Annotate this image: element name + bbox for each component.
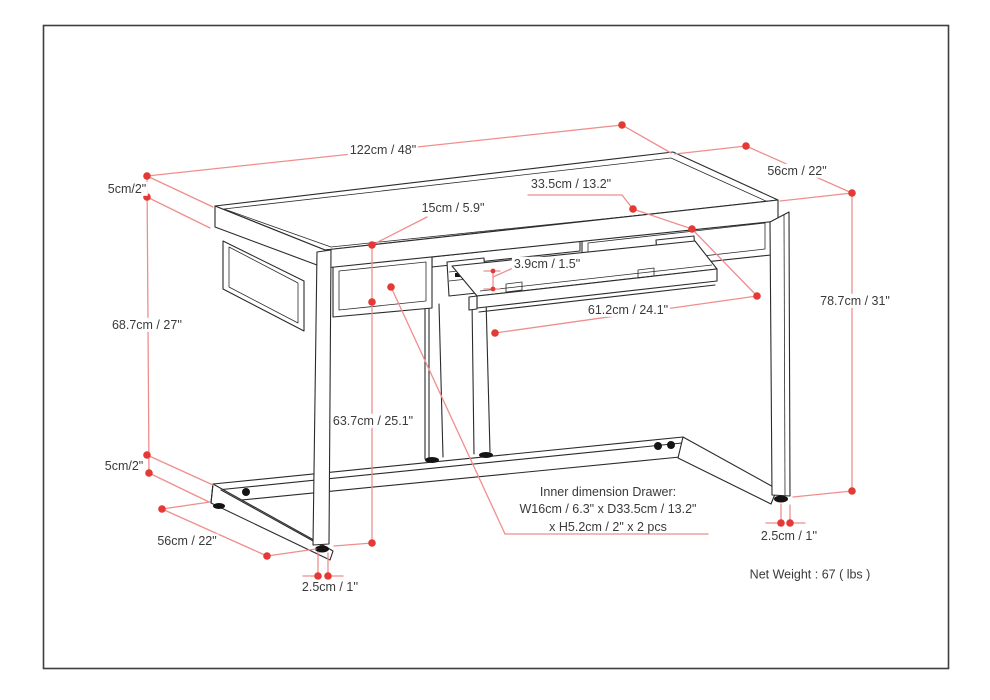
dim-label-top-thickness: 5cm/2"	[105, 181, 149, 197]
dim-label-height-right: 78.7cm / 31"	[818, 293, 892, 309]
legs	[312, 211, 791, 546]
dim-label-tray-width: 61.2cm / 24.1"	[585, 302, 671, 318]
dim-label-height-left: 68.7cm / 27''	[109, 317, 185, 333]
inner-dimension-note-line1: Inner dimension Drawer:	[539, 485, 677, 500]
dim-label-top-width: 122cm / 48"	[347, 142, 419, 158]
dim-label-slide-height: 3.9cm / 1.5"	[511, 256, 583, 272]
dim-label-base-rail-height: 5cm/2"	[102, 458, 146, 474]
diagram-border	[42, 24, 950, 670]
inner-dimension-note-line2: W16cm / 6.3" x D33.5cm / 13.2"	[519, 502, 697, 517]
dim-label-top-depth: 56cm / 22"	[765, 163, 829, 179]
net-weight-label: Net Weight : 67 ( lbs )	[749, 567, 871, 582]
dim-label-apron-height: 15cm / 5.9"	[419, 200, 487, 216]
desktop	[214, 151, 779, 269]
dim-label-foot-left: 2.5cm / 1''	[299, 579, 361, 595]
right-leg	[769, 211, 791, 497]
dim-label-foot-right: 2.5cm / 1''	[758, 528, 820, 544]
keyboard-tray	[446, 235, 718, 313]
dim-label-drawer-depth: 33.5cm / 13.2"	[528, 176, 614, 192]
dimension-dots	[143, 121, 856, 580]
dim-label-base-depth: 56cm / 22"	[155, 533, 219, 549]
dim-label-leg-clearance: 63.7cm / 25.1"	[330, 413, 416, 429]
inner-dimension-note: Inner dimension Drawer: W16cm / 6.3" x D…	[520, 484, 697, 536]
center-support-posts	[424, 298, 491, 460]
left-leg	[312, 249, 332, 546]
feet-and-screws	[213, 441, 788, 553]
inner-dimension-note-line3: x H5.2cm / 2" x 2 pcs	[549, 519, 667, 534]
